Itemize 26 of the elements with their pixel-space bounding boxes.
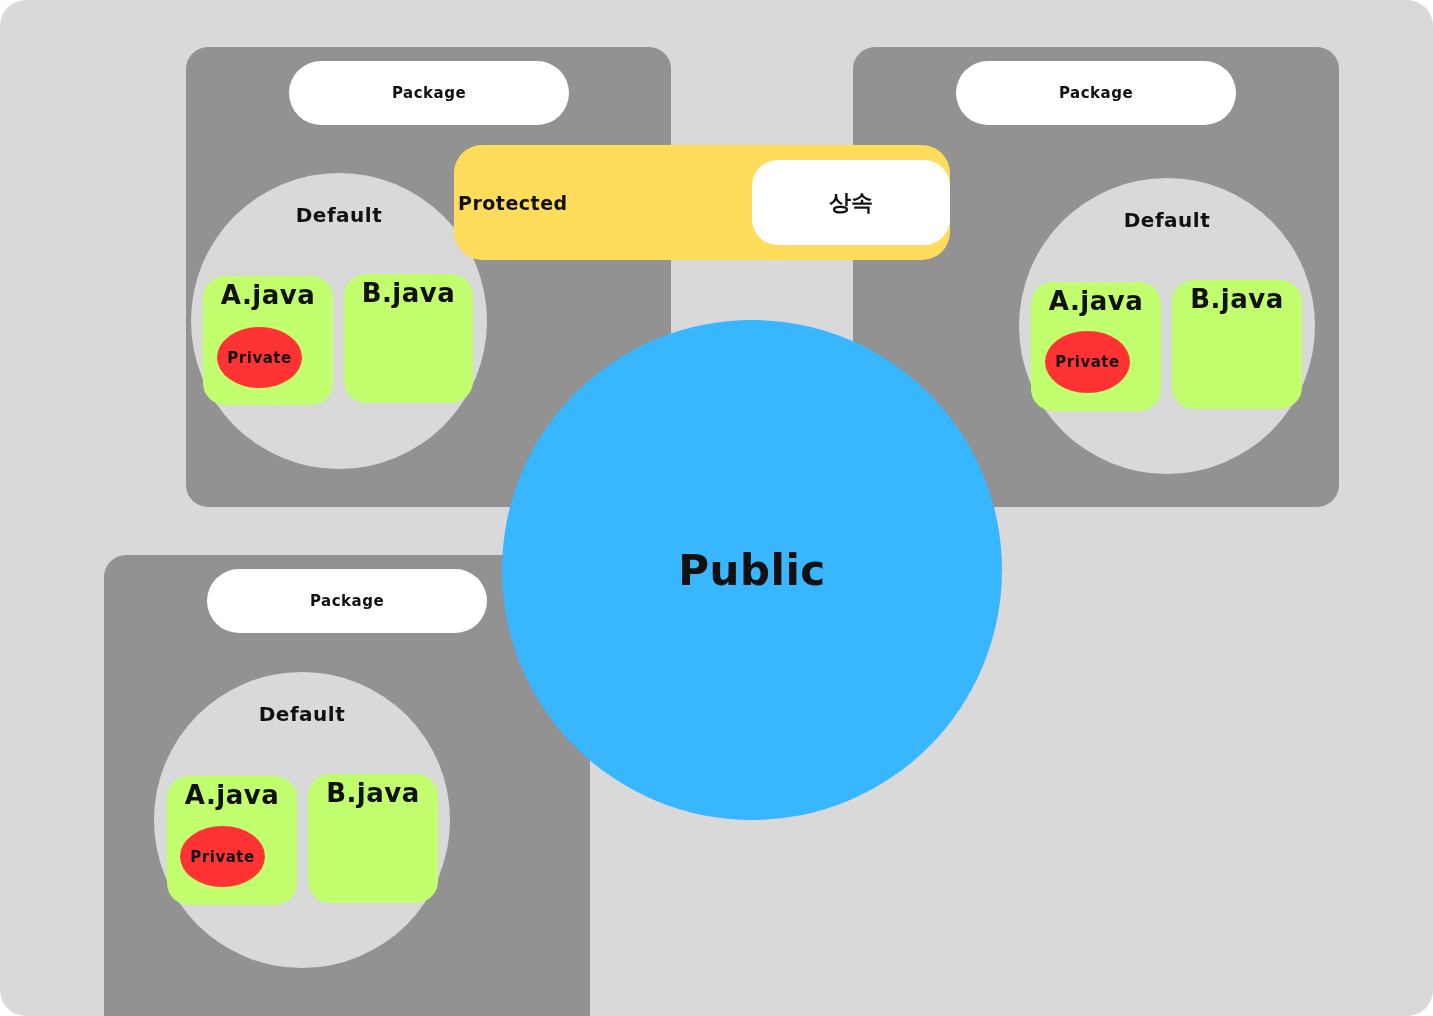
file-card xyxy=(1031,282,1161,411)
file-card xyxy=(167,776,297,905)
package-tag: Package xyxy=(207,569,487,633)
file-name: B.java xyxy=(1190,284,1284,314)
file-card xyxy=(1172,280,1302,409)
file-name: A.java xyxy=(220,280,316,310)
file-name: B.java xyxy=(326,778,420,808)
protected-band xyxy=(454,145,950,260)
circle-title: Default xyxy=(258,702,346,726)
package-panel xyxy=(104,555,590,1016)
circle-title: Default xyxy=(295,203,383,227)
band-title: Protected xyxy=(458,191,568,214)
file-name: B.java xyxy=(361,278,456,308)
file-card xyxy=(344,274,473,403)
file-name: A.java xyxy=(184,780,280,810)
public-label: Public xyxy=(678,545,826,595)
private-ellipse: Private xyxy=(180,826,265,887)
file-name: A.java xyxy=(1048,286,1144,316)
package-tag: Package xyxy=(956,61,1236,125)
private-ellipse: Private xyxy=(217,327,302,388)
file-card xyxy=(203,276,333,405)
circle-title: Default xyxy=(1123,208,1211,232)
inheritance-tag: 상속 xyxy=(752,160,950,245)
package-tag: Package xyxy=(289,61,569,125)
private-ellipse: Private xyxy=(1045,331,1130,393)
file-card xyxy=(308,774,438,903)
